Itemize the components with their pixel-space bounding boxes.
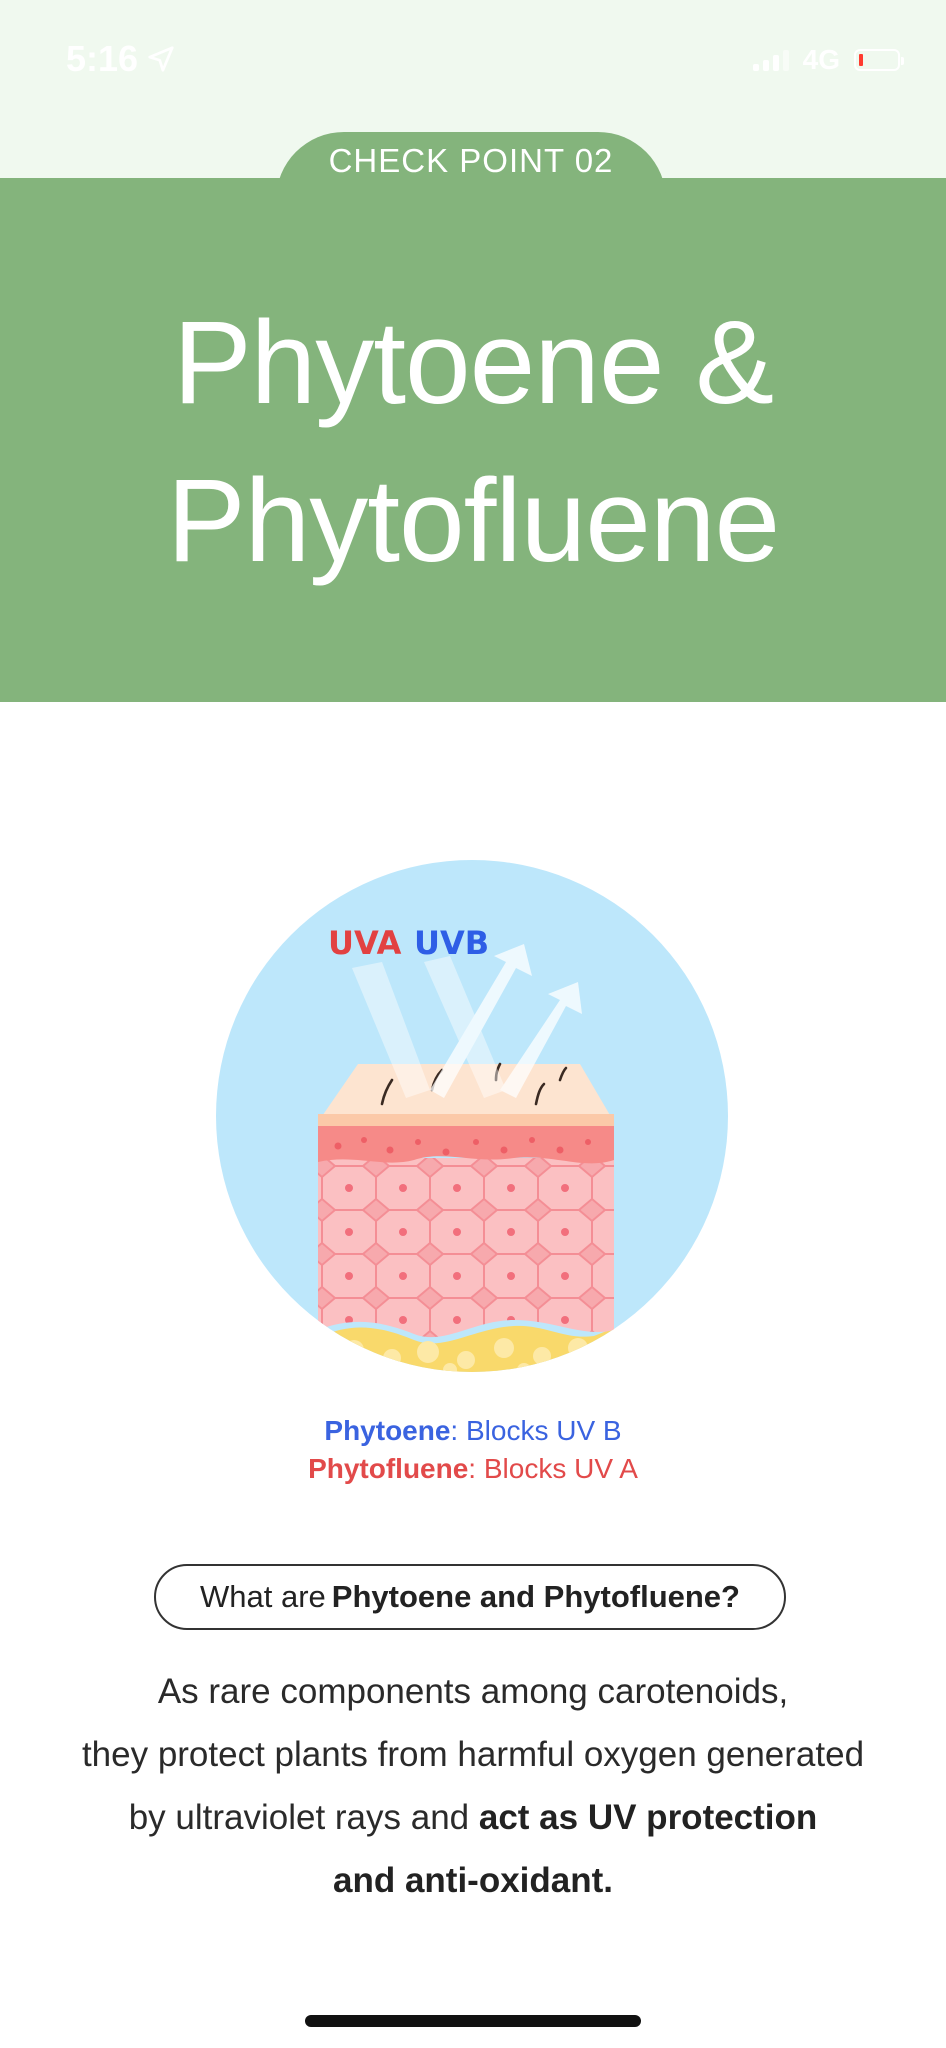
description-line4: and anti-oxidant. [0, 1849, 946, 1912]
description-line1: As rare components among carotenoids, [157, 1672, 789, 1711]
status-indicators: 4G [752, 44, 904, 76]
legend-phytoene-name: Phytoene [324, 1415, 451, 1446]
legend-phytoene-desc: : Blocks UV B [450, 1415, 622, 1446]
uva-label: UVA [328, 924, 402, 962]
legend-phytofluene-name: Phytofluene [308, 1453, 469, 1484]
network-type: 4G [802, 44, 840, 75]
check-point-tab [276, 132, 666, 200]
question-pill: What are Phytoene and Phytofluene? [154, 1564, 786, 1630]
question-bold: Phytoene and Phytofluene? [331, 1579, 740, 1614]
hero-title-line2: Phytofluene [166, 455, 780, 587]
uvb-label: UVB [414, 924, 489, 962]
home-indicator[interactable] [305, 2015, 641, 2027]
uv-legend: Phytoene: Blocks UV B Phytofluene: Block… [0, 1412, 946, 1488]
description-text: As rare components among carotenoids, th… [0, 1660, 946, 1912]
hero-title: Phytoene & Phytofluene [0, 284, 946, 600]
legend-phytofluene-desc: : Blocks UV A [468, 1453, 638, 1484]
battery-icon [854, 49, 904, 71]
check-point-label: CHECK POINT 02 [328, 142, 614, 179]
status-time: 5:16 [66, 38, 176, 80]
description-line2: they protect plants from harmful oxygen … [81, 1735, 865, 1774]
skin-surface [318, 1064, 614, 1122]
skin-uv-illustration: UVA UVB [216, 860, 728, 1372]
location-arrow-icon [148, 46, 174, 72]
legend-phytofluene: Phytofluene: Blocks UV A [0, 1450, 946, 1488]
description-line4-bold: and anti-oxidant. [333, 1861, 613, 1900]
signal-icon [752, 49, 789, 71]
dermis-layer [318, 1158, 614, 1338]
question-prefix: What are [200, 1579, 326, 1614]
hero-banner: Phytoene & Phytofluene [0, 178, 946, 702]
legend-phytoene: Phytoene: Blocks UV B [0, 1412, 946, 1450]
status-time-text: 5:16 [66, 38, 139, 79]
description-line3-plain: by ultraviolet rays and [128, 1798, 470, 1837]
hero-title-line1: Phytoene & [172, 297, 774, 429]
description-line3-bold: act as UV protection [478, 1798, 818, 1837]
epidermis-layer [318, 1122, 614, 1164]
description-line3: by ultraviolet rays and act as UV protec… [0, 1786, 946, 1849]
